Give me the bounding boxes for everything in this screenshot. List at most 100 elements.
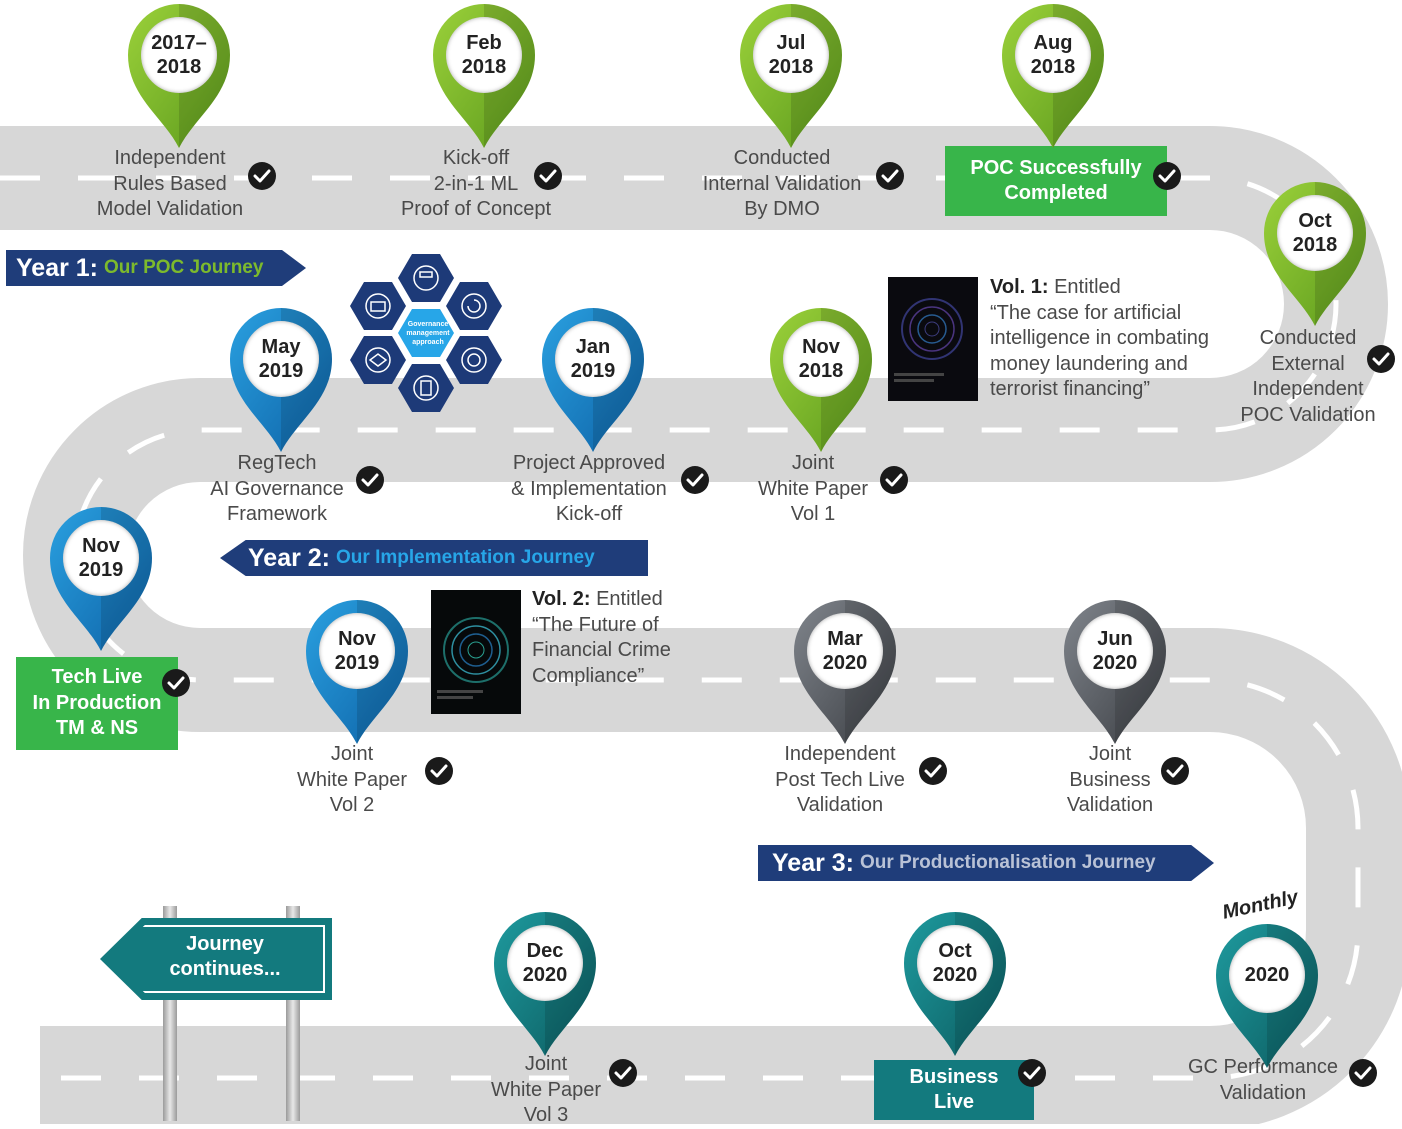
caption-line: White Paper [757, 477, 869, 500]
vol1-heading: Vol. 1: Entitled [990, 275, 1250, 301]
caption-line: Conducted [1259, 327, 1357, 349]
caption-line: Kick-off [555, 503, 623, 525]
caption-line: By DMO [744, 198, 820, 220]
governance-center-label: Governance management approach [406, 321, 450, 346]
caption-m10: Independent Post Tech Live Validation [765, 742, 915, 819]
check-icon [355, 465, 385, 495]
vol2-line: Financial Crime [532, 639, 671, 661]
pin-date: Jun 2020 [1077, 613, 1153, 689]
documents-icon-page [420, 380, 432, 396]
business-live-line-2: Live [933, 1091, 975, 1113]
check-icon [1366, 344, 1396, 374]
pin-date-line-2: 2018 [768, 56, 814, 78]
pin-date-line-2: 2019 [78, 559, 124, 581]
pin-date-line-2: 2020 [932, 964, 978, 986]
white-paper-vol2-text: Vol. 2: Entitled “The Future of Financia… [532, 587, 732, 689]
sign-board-inner [108, 925, 325, 993]
pin-disk [507, 925, 583, 1001]
milestone-pin-10: Mar 2020 [790, 596, 900, 746]
milestone-pin-12: 2020 [1212, 920, 1322, 1070]
pin-disk [917, 925, 993, 1001]
vol2-line: Compliance” [532, 664, 645, 687]
vol1-line: intelligence in combating [990, 327, 1210, 349]
vol2-line: “The Future of [532, 613, 659, 636]
year-2-banner: Year 2: Our Implementation Journey [220, 540, 648, 576]
caption-m1: Kick-off 2-in-1 ML Proof of Concept [396, 146, 556, 223]
vol1-line: money laundering and [990, 352, 1188, 375]
sign-board [100, 918, 332, 1000]
poc-box-line-1: POC Successfully [970, 156, 1142, 179]
pin-date: Mar 2020 [807, 613, 883, 689]
caption-line: Kick-off [442, 147, 510, 169]
caption-m14: Joint White Paper Vol 3 [476, 1052, 616, 1129]
pin-date-line-2: 2018 [156, 56, 202, 78]
pin-date: Jul 2018 [753, 17, 829, 93]
pin-disk [319, 613, 395, 689]
tech-live-box: Tech Live In Production TM & NS [16, 657, 178, 750]
year-1-journey: Our POC Journey [104, 257, 264, 278]
refresh-icon [461, 293, 487, 319]
caption-line: Vol 2 [329, 794, 375, 816]
pin-date-line-1: Nov [802, 336, 840, 358]
handshake-icon [365, 347, 391, 373]
pin-disk [807, 613, 883, 689]
caption-line: White Paper [296, 768, 408, 791]
pin-date-line-2: 2019 [334, 652, 380, 674]
year-3-banner: Year 3: Our Productionalisation Journey [758, 845, 1214, 881]
pin-date-line-2: 2020 [822, 652, 868, 674]
check-icon [1160, 756, 1190, 786]
pin-date-line-1: Nov [338, 628, 376, 650]
pin-date-line-1: Oct [1298, 210, 1332, 232]
white-paper-vol2-cover [431, 590, 521, 714]
vol1-cover-art [888, 277, 978, 401]
caption-line: Business [1069, 768, 1151, 791]
pin-date-line-1: Jun [1097, 628, 1133, 650]
milestone-pin-6: Jan 2019 [538, 304, 648, 454]
pin-date: 2017– 2018 [141, 17, 217, 93]
caption-m0: Independent Rules Based Model Validation [90, 146, 250, 223]
milestone-pin-4: Oct 2018 [1260, 178, 1370, 328]
pin-date: Jan 2019 [555, 321, 631, 397]
vol2-cover-art [431, 590, 521, 714]
pin-disk [1015, 17, 1091, 93]
caption-line: White Paper [490, 1078, 602, 1101]
pin-date-line-2: 2018 [798, 360, 844, 382]
documents-icon [413, 375, 439, 401]
caption-line: Vol 3 [523, 1104, 569, 1126]
check-icon [918, 756, 948, 786]
documents-hex [398, 364, 454, 412]
business-live-box: Business Live [874, 1060, 1034, 1120]
pin-date-line-1: 2017– [151, 32, 207, 54]
caption-line: Joint [1088, 743, 1132, 765]
pin-disk [446, 17, 522, 93]
business-live-line-1: Business [909, 1065, 999, 1088]
caption-line: Independent [1252, 378, 1364, 400]
pin-disk [141, 17, 217, 93]
pin-date-line-1: Jul [776, 32, 806, 54]
caption-line: Project Approved [512, 452, 666, 474]
milestone-pin-3: Aug 2018 [998, 0, 1108, 150]
pin-disk [63, 520, 139, 596]
refresh-icon-arrow [467, 299, 481, 313]
milestone-pin-1: Feb 2018 [429, 0, 539, 150]
sign-line-2: continues... [169, 958, 281, 980]
caption-line: Conducted [733, 147, 831, 169]
tech-live-line-1: Tech Live [51, 666, 143, 689]
vol1-line: “The case for artificial [990, 301, 1182, 324]
pin-date-line-2: 2019 [258, 360, 304, 382]
caption-m5: Joint White Paper Vol 1 [743, 451, 883, 528]
pin-date-line-2: 2018 [1292, 234, 1338, 256]
year-2-journey: Our Implementation Journey [336, 547, 595, 568]
caption-line: Joint [524, 1053, 568, 1075]
white-paper-vol1-text: Vol. 1: Entitled “The case for artificia… [990, 275, 1250, 403]
caption-line: Model Validation [96, 198, 244, 220]
year-3-journey: Our Productionalisation Journey [860, 852, 1156, 873]
pin-date-line-2: 2018 [461, 56, 507, 78]
caption-m7: RegTech AI Governance Framework [202, 451, 352, 528]
check-icon [533, 161, 563, 191]
vol2-entitled: Entitled [596, 588, 663, 610]
milestone-pin-14: Dec 2020 [490, 908, 600, 1058]
white-paper-vol1-cover [888, 277, 978, 401]
governance-hex-cluster [350, 254, 502, 412]
caption-line: 2-in-1 ML [433, 172, 519, 195]
